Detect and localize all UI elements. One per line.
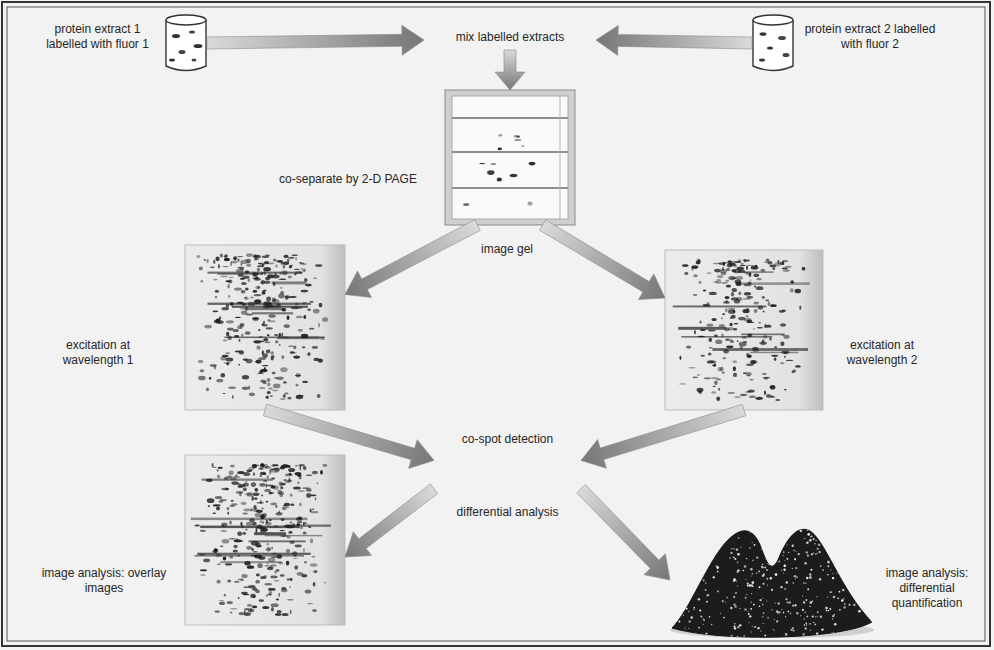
step-label: co-separate by 2-D PAGE <box>262 172 434 187</box>
overlay-image <box>185 455 345 625</box>
gel-slab <box>445 90 575 225</box>
beaker-node: protein extract 2 labelled with fluor 2 <box>752 14 794 72</box>
inner-frame <box>7 7 985 641</box>
gel-image <box>185 245 345 410</box>
step-label: protein extract 1 labelled with fluor 1 <box>35 22 160 52</box>
step-label: excitation at wavelength 2 <box>830 338 934 368</box>
flow-arrow <box>495 50 525 90</box>
plot-node: image analysis: differential quantificat… <box>670 525 875 635</box>
beaker-icon <box>753 15 793 71</box>
overlay-node: image analysis: overlay images <box>185 455 345 625</box>
flow-arrow <box>207 25 424 55</box>
step-label: image analysis: overlay images <box>40 566 168 596</box>
flow-arrow <box>263 404 434 468</box>
flow-arrow <box>345 220 480 298</box>
step-label: protein extract 2 labelled with fluor 2 <box>800 22 940 52</box>
flow-arrow <box>581 404 746 468</box>
flow-arrow <box>596 25 752 55</box>
gel-image <box>665 250 823 410</box>
arrow-label: differential analysis <box>430 505 585 520</box>
step-label: image analysis: differential quantificat… <box>878 566 976 611</box>
step-label: co-spot detection <box>434 432 581 447</box>
flow-arrow <box>577 485 670 581</box>
flow-arrow <box>345 484 438 557</box>
gel-image-node: excitation at wavelength 1 <box>185 245 345 410</box>
gel-node: co-separate by 2-D PAGE <box>445 90 575 225</box>
arrow-label: image gel <box>462 242 552 257</box>
step-node: co-spot detection <box>434 432 581 495</box>
peak-plot <box>670 525 874 641</box>
step-label: mix labelled extracts <box>424 30 596 45</box>
beaker-icon <box>166 15 206 71</box>
gel-image-node: excitation at wavelength 2 <box>665 250 823 410</box>
step-label: excitation at wavelength 1 <box>42 338 154 368</box>
step-node: mix labelled extracts <box>424 30 596 50</box>
flow-arrow <box>539 220 665 300</box>
beaker-node: protein extract 1 labelled with fluor 1 <box>165 14 207 72</box>
